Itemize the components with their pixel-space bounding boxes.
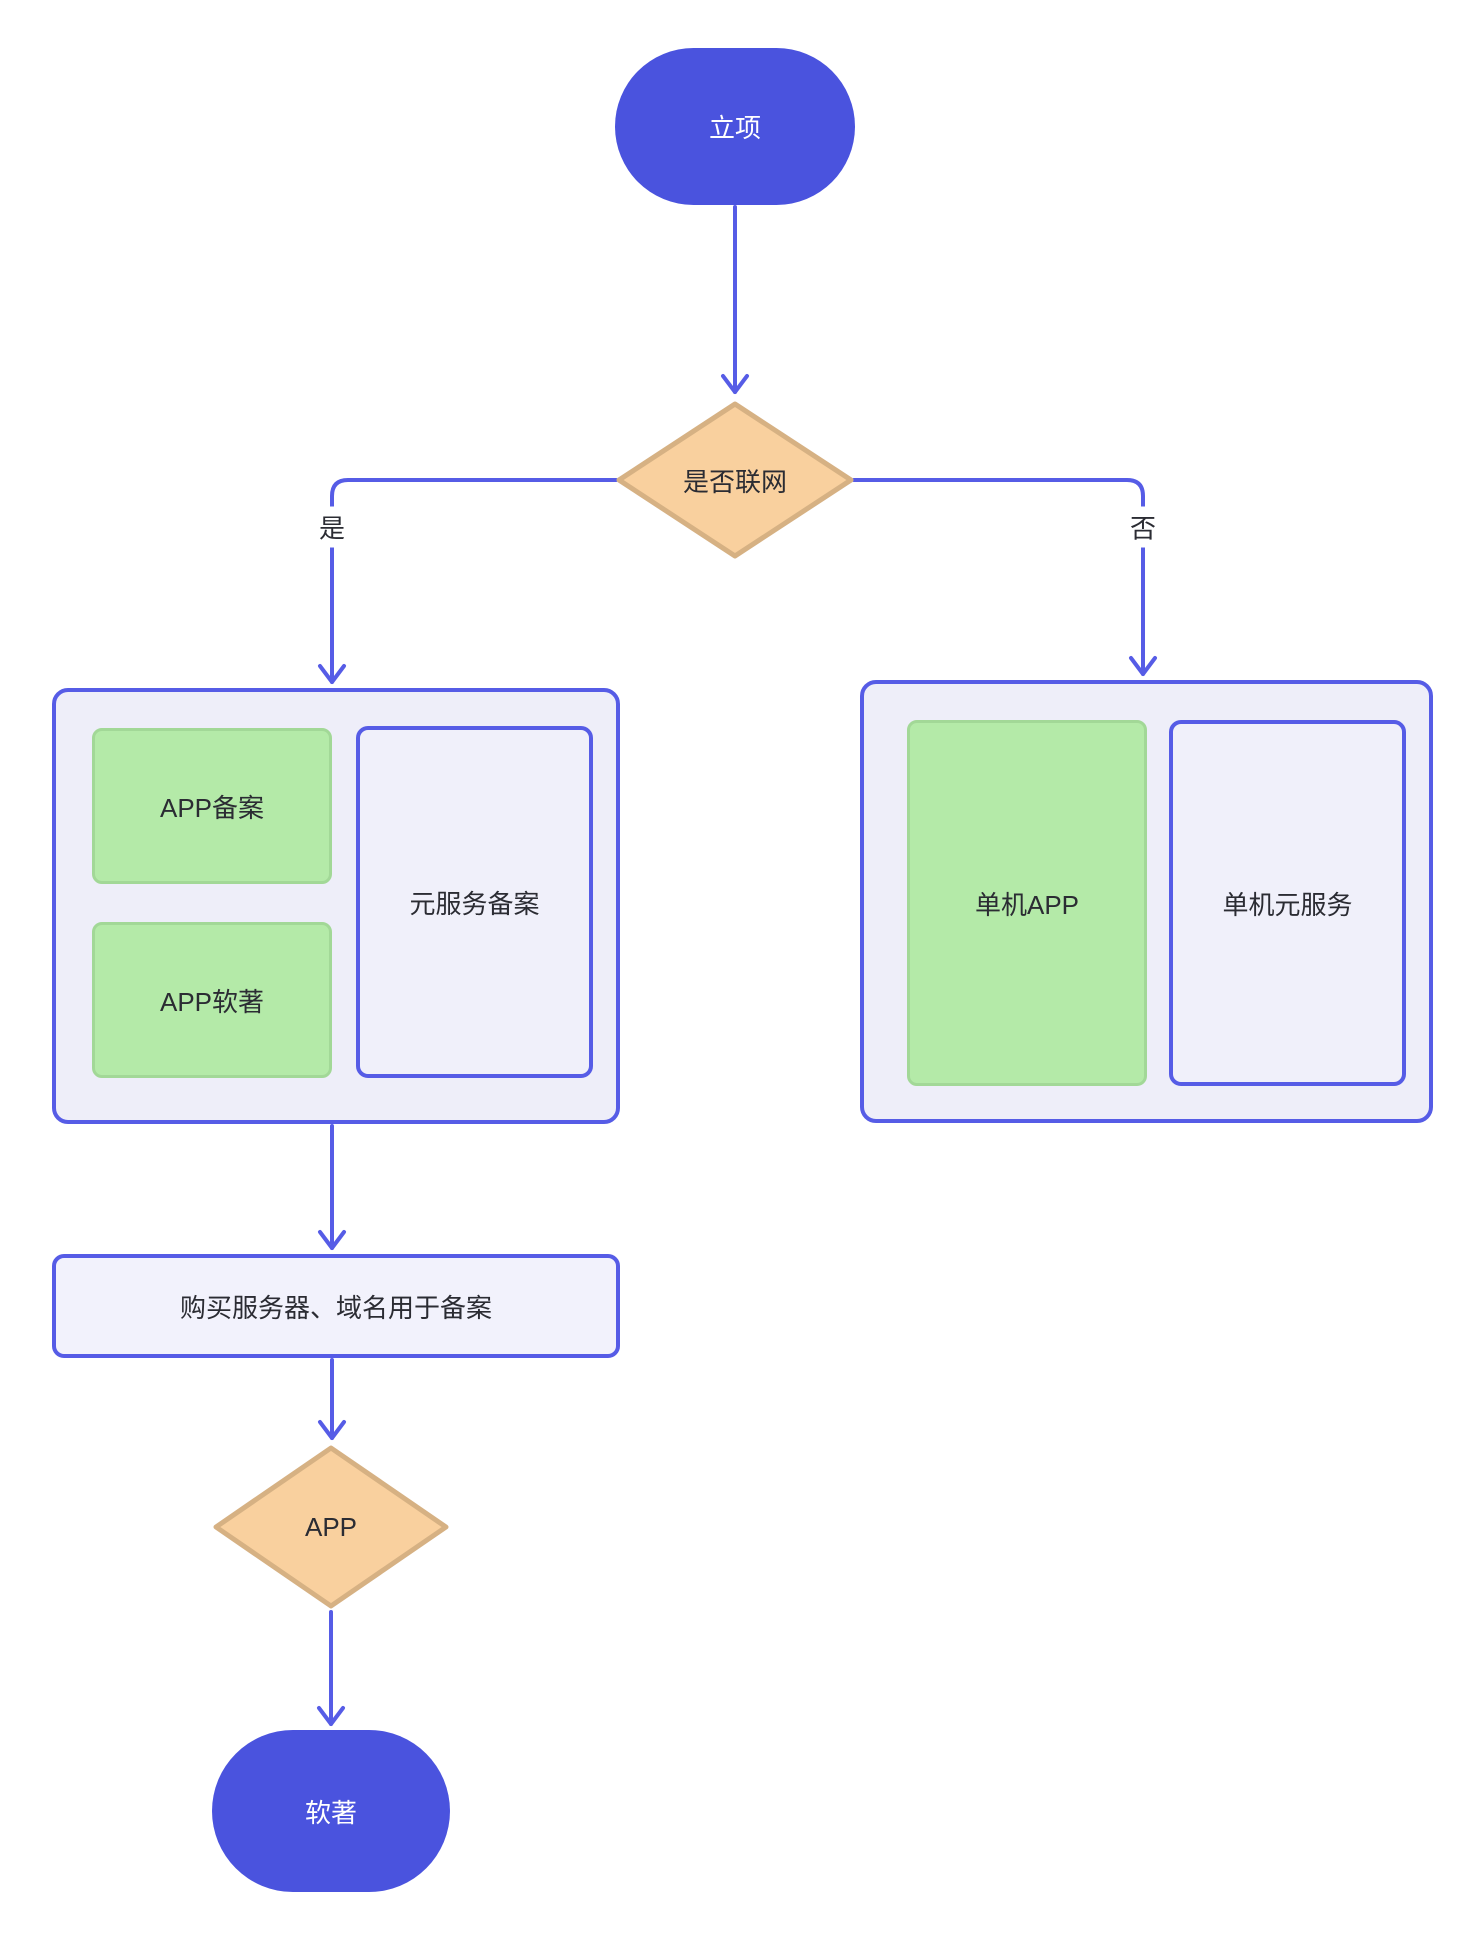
node-standalone-atomic-service[interactable]: 单机元服务 <box>1169 720 1406 1086</box>
node-start[interactable]: 立项 <box>615 48 855 205</box>
branch-label-no: 否 <box>1121 506 1165 548</box>
node-decision-network-label: 是否联网 <box>682 466 787 497</box>
node-atomic-service-filing[interactable]: 元服务备案 <box>356 726 593 1078</box>
arrow-branch-yes-to-online-group <box>318 478 618 684</box>
node-end-label: 软著 <box>304 1797 357 1828</box>
node-buy-server[interactable]: 购买服务器、域名用于备案 <box>52 1254 620 1358</box>
diamond-shape <box>213 1445 449 1609</box>
node-start-label: 立项 <box>708 113 761 143</box>
node-standalone-app[interactable]: 单机APP <box>907 720 1147 1086</box>
diamond-shape <box>616 401 854 559</box>
node-app-filing-label: APP备案 <box>159 792 265 823</box>
group-offline[interactable]: 单机APP 单机元服务 <box>860 680 1433 1123</box>
node-atomic-service-filing-label: 元服务备案 <box>409 888 540 919</box>
node-decision-app[interactable]: APP <box>212 1444 450 1610</box>
node-standalone-app-label: 单机APP <box>974 889 1080 920</box>
node-app-copyright[interactable]: APP软著 <box>92 922 332 1078</box>
node-app-filing[interactable]: APP备案 <box>92 728 332 884</box>
node-decision-app-label: APP <box>304 1511 358 1542</box>
node-app-copyright-label: APP软著 <box>159 986 265 1017</box>
node-decision-network[interactable]: 是否联网 <box>615 400 855 560</box>
branch-label-yes: 是 <box>310 506 354 548</box>
node-buy-server-label: 购买服务器、域名用于备案 <box>179 1292 492 1323</box>
arrow-branch-no-to-offline-group <box>852 478 1157 676</box>
node-standalone-atomic-service-label: 单机元服务 <box>1222 889 1353 920</box>
group-online[interactable]: APP备案 APP软著 元服务备案 <box>52 688 620 1124</box>
node-end[interactable]: 软著 <box>212 1730 450 1892</box>
